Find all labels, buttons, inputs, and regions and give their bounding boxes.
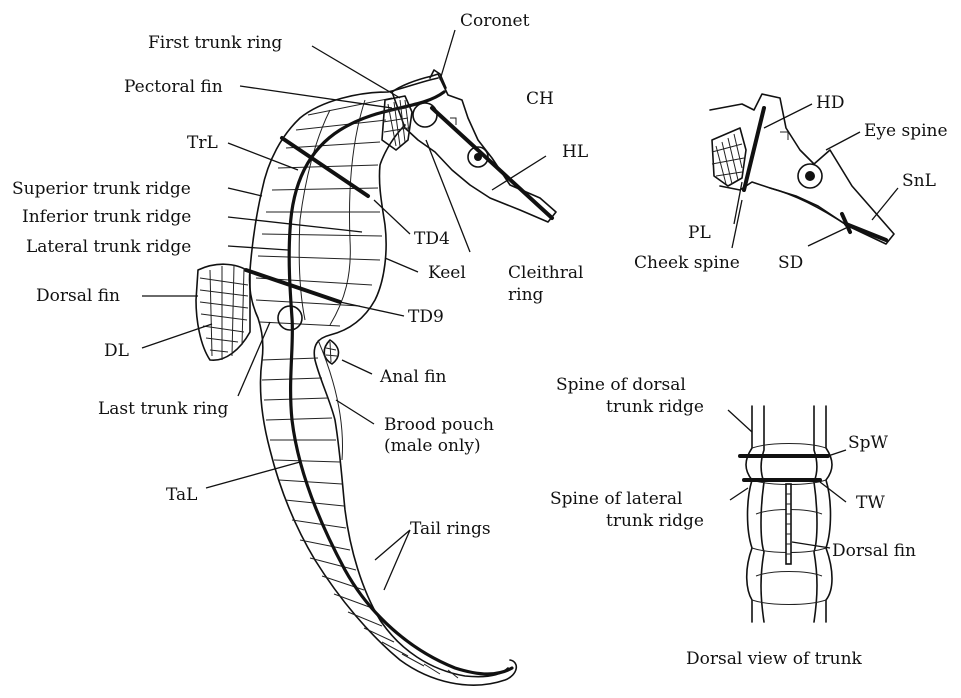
label-cleithral-ring-line2: ring bbox=[508, 285, 544, 305]
trunk-left-wall bbox=[746, 406, 752, 622]
label-brood-pouch-line2: (male only) bbox=[384, 436, 481, 456]
label-lateral-trunk-ridge: Lateral trunk ridge bbox=[26, 237, 191, 257]
label-hl: HL bbox=[562, 142, 588, 162]
label-tal: TaL bbox=[166, 485, 197, 505]
label-spw: SpW bbox=[848, 433, 889, 453]
td9-measure-bar bbox=[246, 270, 340, 302]
trunk-right-inner-wall bbox=[814, 406, 817, 622]
head-detail-snout-lower bbox=[770, 188, 848, 226]
label-first-trunk-ring: First trunk ring bbox=[148, 33, 282, 53]
dorsal-fin bbox=[196, 264, 250, 360]
label-trunk-dorsal-fin: Dorsal fin bbox=[832, 541, 916, 561]
label-spine-dorsal-line1: Spine of dorsal bbox=[556, 375, 686, 395]
head-detail-eye-pupil bbox=[805, 171, 815, 181]
label-pectoral-fin: Pectoral fin bbox=[124, 77, 223, 97]
label-tw: TW bbox=[856, 493, 885, 513]
trunk-right-wall bbox=[826, 406, 832, 622]
label-td4: TD4 bbox=[414, 229, 450, 249]
label-eye-spine: Eye spine bbox=[864, 121, 948, 141]
label-keel: Keel bbox=[428, 263, 466, 283]
label-dorsal-fin: Dorsal fin bbox=[36, 286, 120, 306]
trunk-left-inner-wall bbox=[761, 406, 764, 622]
seahorse-trunk-rings bbox=[256, 98, 392, 326]
label-tail-rings: Tail rings bbox=[410, 519, 491, 539]
label-spine-lateral-line2: trunk ridge bbox=[606, 511, 704, 531]
label-dl: DL bbox=[104, 341, 129, 361]
label-spine-dorsal-line2: trunk ridge bbox=[606, 397, 704, 417]
seahorse-belly-outline bbox=[314, 125, 508, 677]
label-coronet: Coronet bbox=[460, 11, 530, 31]
label-brood-pouch-line1: Brood pouch bbox=[384, 415, 494, 435]
first-trunk-ring-marker bbox=[413, 103, 437, 127]
label-superior-trunk-ridge: Superior trunk ridge bbox=[12, 179, 191, 199]
label-cleithral-ring-line1: Cleithral bbox=[508, 263, 583, 283]
label-last-trunk-ring: Last trunk ring bbox=[98, 399, 228, 419]
hd-measure-bar bbox=[744, 108, 764, 190]
seahorse-main-figure bbox=[196, 70, 556, 685]
label-snl: SnL bbox=[902, 171, 936, 191]
head-detail-pectoral-fin bbox=[712, 128, 746, 186]
label-dorsal-view-caption: Dorsal view of trunk bbox=[686, 649, 863, 669]
trunk-dorsal-view-figure: Spine of dorsal trunk ridge SpW Spine of… bbox=[550, 375, 916, 669]
label-hd: HD bbox=[816, 93, 844, 113]
label-sd: SD bbox=[778, 253, 803, 273]
label-pl: PL bbox=[688, 223, 711, 243]
label-trl: TrL bbox=[187, 133, 218, 153]
label-td9: TD9 bbox=[408, 307, 444, 327]
head-detail-cheek-mark bbox=[780, 132, 788, 140]
label-spine-lateral-line1: Spine of lateral bbox=[550, 489, 682, 509]
label-ch: CH bbox=[526, 89, 554, 109]
label-anal-fin: Anal fin bbox=[379, 367, 447, 387]
head-detail-figure: HD Eye spine SnL PL Cheek spine SD bbox=[634, 93, 948, 273]
label-cheek-spine: Cheek spine bbox=[634, 253, 740, 273]
label-inferior-trunk-ridge: Inferior trunk ridge bbox=[22, 207, 191, 227]
